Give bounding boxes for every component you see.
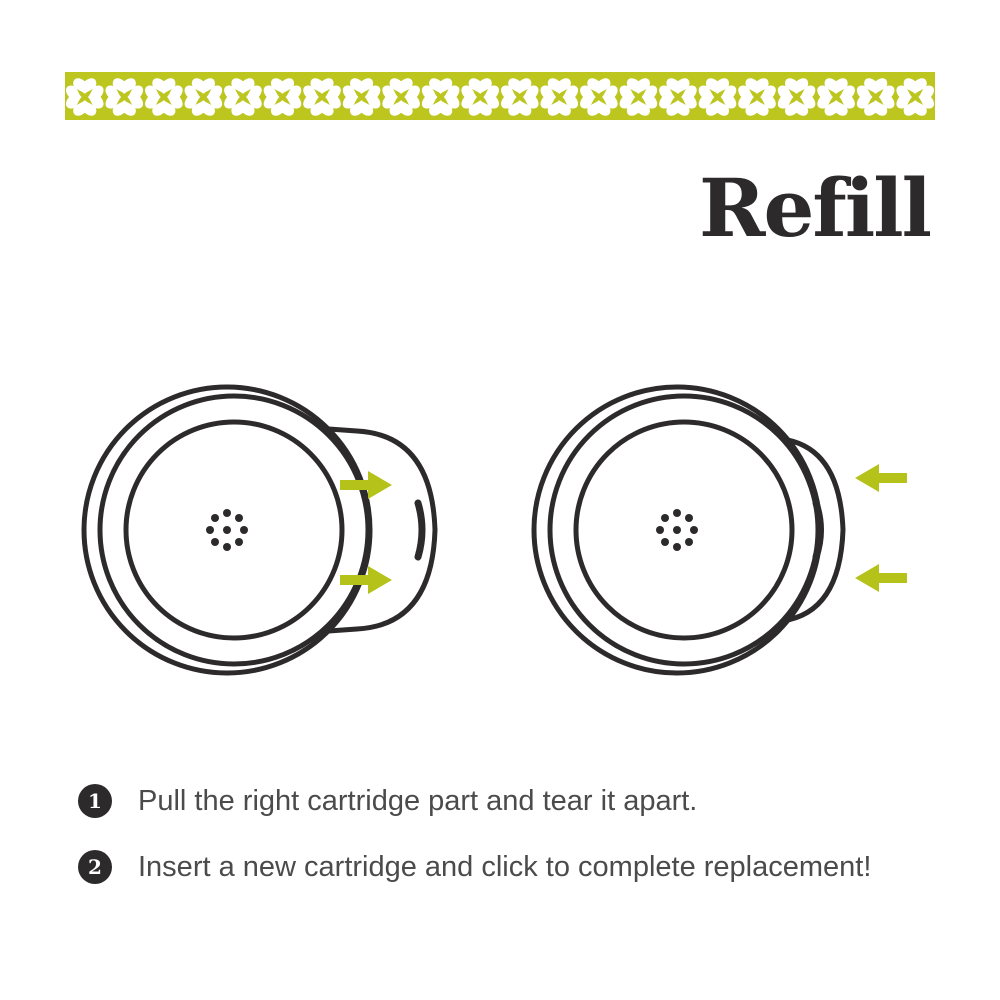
vent-dots — [656, 509, 698, 551]
clover-icon — [580, 78, 618, 116]
clover-icon — [777, 78, 816, 116]
pull-arrow-top — [340, 471, 392, 499]
step-text: Insert a new cartridge and click to comp… — [138, 850, 872, 883]
clover-icon — [105, 78, 144, 116]
cartridge-slit — [812, 499, 824, 561]
clover-icon — [738, 78, 776, 116]
cartridge-slit — [414, 499, 426, 561]
step-row-2: 2 Insert a new cartridge and click to co… — [78, 850, 871, 884]
step-text: Pull the right cartridge part and tear i… — [138, 784, 698, 817]
clover-icon — [896, 78, 935, 116]
banner-pattern — [65, 78, 935, 116]
clover-icon — [382, 78, 420, 116]
device-cartridge-inserted-diagram — [531, 384, 907, 676]
clover-icon — [342, 78, 381, 116]
vent-dots — [206, 509, 248, 551]
device-mid-circle — [97, 393, 371, 667]
device-inner-circle — [123, 419, 345, 641]
insert-arrow-bottom — [855, 564, 907, 592]
clover-icon — [817, 78, 855, 116]
clover-icon — [659, 78, 697, 116]
clover-icon — [698, 78, 737, 116]
device-cartridge-pulled-diagram — [81, 384, 438, 676]
clover-icon — [145, 78, 183, 116]
clover-icon — [461, 78, 500, 116]
page-title: Refill — [699, 161, 932, 255]
clover-icon — [540, 78, 579, 116]
pull-arrow-bottom — [340, 566, 392, 594]
clover-icon — [500, 78, 539, 116]
clover-icon — [619, 78, 658, 116]
clover-icon — [856, 78, 895, 116]
clover-icon — [421, 78, 460, 116]
clover-icon — [224, 78, 262, 116]
device-inner-circle — [573, 419, 795, 641]
clover-icon — [65, 78, 104, 116]
clover-icon — [303, 78, 341, 116]
step-number-badge: 1 — [78, 784, 112, 818]
insert-arrow-top — [855, 464, 907, 492]
step-number-badge: 2 — [78, 850, 112, 884]
step-row-1: 1 Pull the right cartridge part and tear… — [78, 784, 697, 818]
clover-banner — [65, 72, 935, 120]
clover-icon — [263, 78, 302, 116]
clover-icon — [184, 78, 223, 116]
